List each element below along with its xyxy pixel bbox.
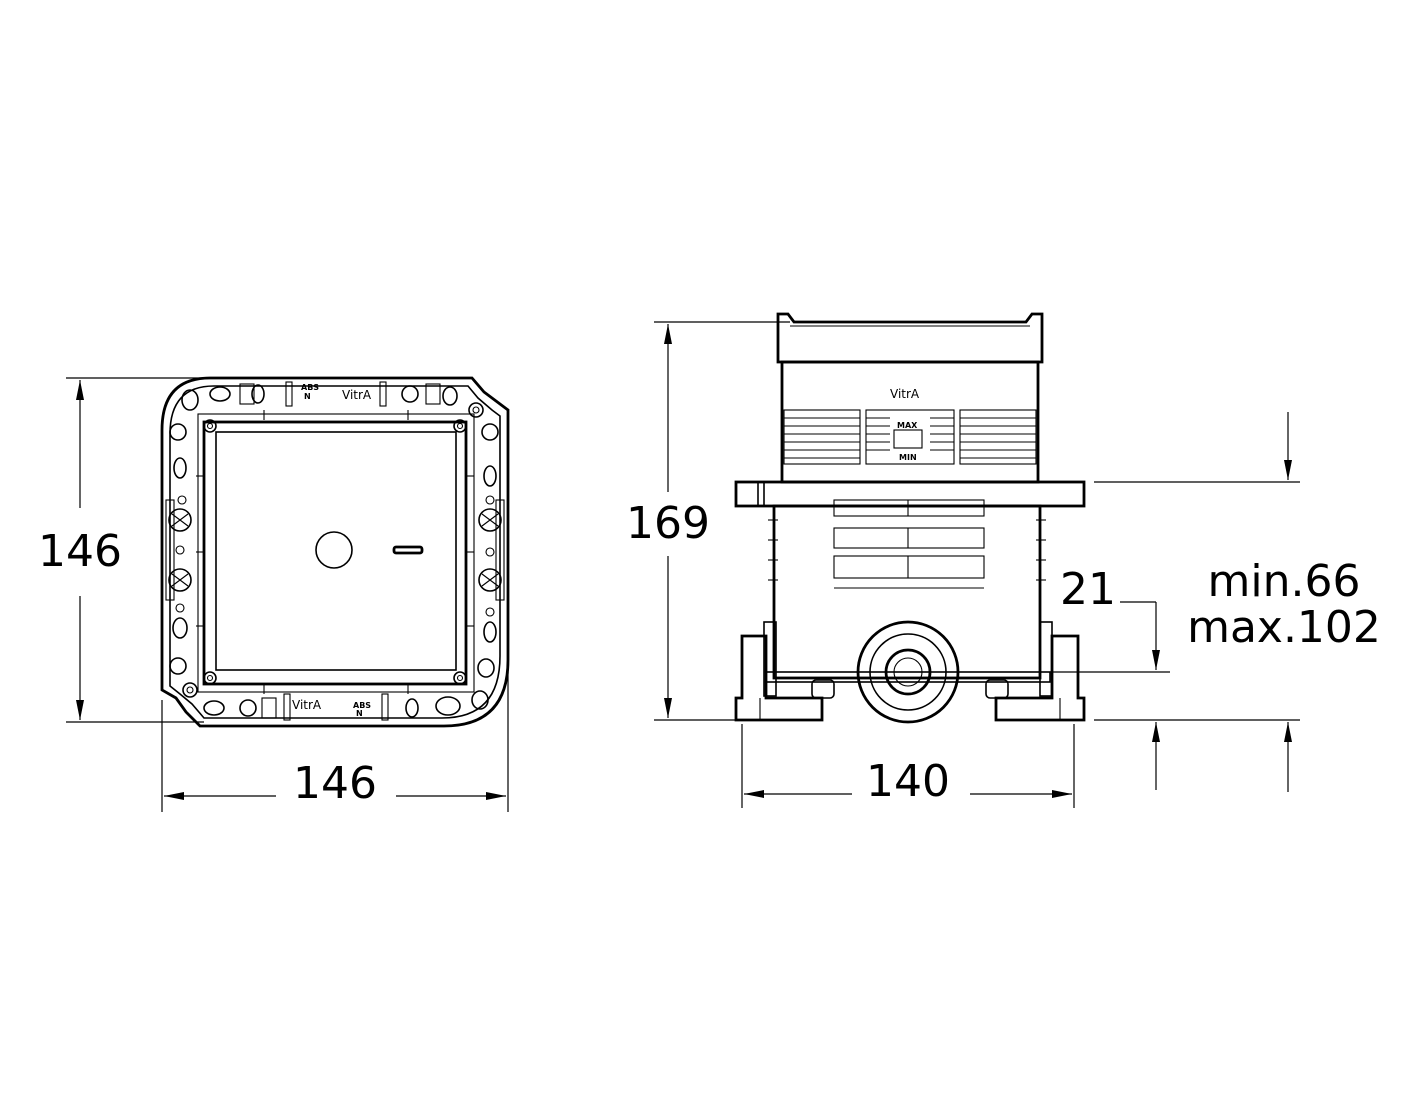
top-view: VitrA ABS N VitrA ABS N bbox=[160, 376, 510, 728]
side-brand: VitrA bbox=[890, 387, 920, 401]
outlet-ring bbox=[869, 633, 947, 711]
mark-bottom-2: N bbox=[356, 709, 363, 718]
frame-rail bbox=[197, 413, 475, 693]
width-140-label: 140 bbox=[866, 756, 950, 807]
outlet-bore bbox=[884, 648, 932, 696]
level-scale: MAX MIN bbox=[865, 409, 955, 465]
right-bracket bbox=[1039, 621, 1053, 697]
outer-frame bbox=[160, 376, 510, 728]
range-min-label: min.66 bbox=[1208, 556, 1361, 607]
top-view-dimensions: 146 146 bbox=[38, 377, 509, 812]
height-169-label: 169 bbox=[626, 498, 710, 549]
brand-top: VitrA bbox=[342, 388, 372, 402]
vent-right bbox=[959, 409, 1037, 465]
top-rail-holes bbox=[181, 381, 458, 420]
max-mark: MAX bbox=[897, 421, 918, 430]
bottom-rail-holes bbox=[203, 684, 489, 721]
lower-slots bbox=[833, 499, 985, 589]
center-outlet bbox=[315, 531, 353, 569]
inner-window bbox=[215, 431, 457, 671]
mark-top-2: N bbox=[304, 392, 311, 401]
flange bbox=[734, 480, 1086, 508]
side-view: VitrA bbox=[734, 312, 1086, 724]
side-ribs bbox=[768, 519, 1046, 581]
side-view-dimensions: 169 140 21 min.66 max.102 bbox=[626, 321, 1381, 808]
outlet-outer bbox=[856, 620, 960, 724]
mark-top: ABS bbox=[301, 383, 319, 392]
mark-bottom: ABS bbox=[353, 701, 371, 710]
inner-frame bbox=[202, 420, 468, 686]
outer-frame-inner-edge bbox=[169, 385, 501, 719]
min-mark: MIN bbox=[899, 453, 917, 462]
left-bracket bbox=[763, 621, 777, 697]
right-foot bbox=[994, 634, 1086, 722]
range-max-label: max.102 bbox=[1187, 602, 1381, 653]
left-foot bbox=[734, 634, 824, 722]
inner-ticks bbox=[196, 475, 474, 627]
offset-21-label: 21 bbox=[1060, 564, 1116, 615]
left-nub bbox=[811, 679, 835, 699]
height-146-label: 146 bbox=[38, 526, 122, 577]
width-146-label: 146 bbox=[293, 758, 377, 809]
left-rail bbox=[165, 423, 192, 675]
brand-bottom: VitrA bbox=[292, 698, 322, 712]
slot-marker bbox=[392, 545, 424, 555]
vent-left bbox=[783, 409, 861, 465]
right-rail bbox=[477, 423, 505, 678]
lower-body bbox=[772, 504, 1042, 680]
top-cap bbox=[776, 312, 1044, 364]
corner-screws bbox=[182, 402, 484, 698]
right-nub bbox=[985, 679, 1009, 699]
